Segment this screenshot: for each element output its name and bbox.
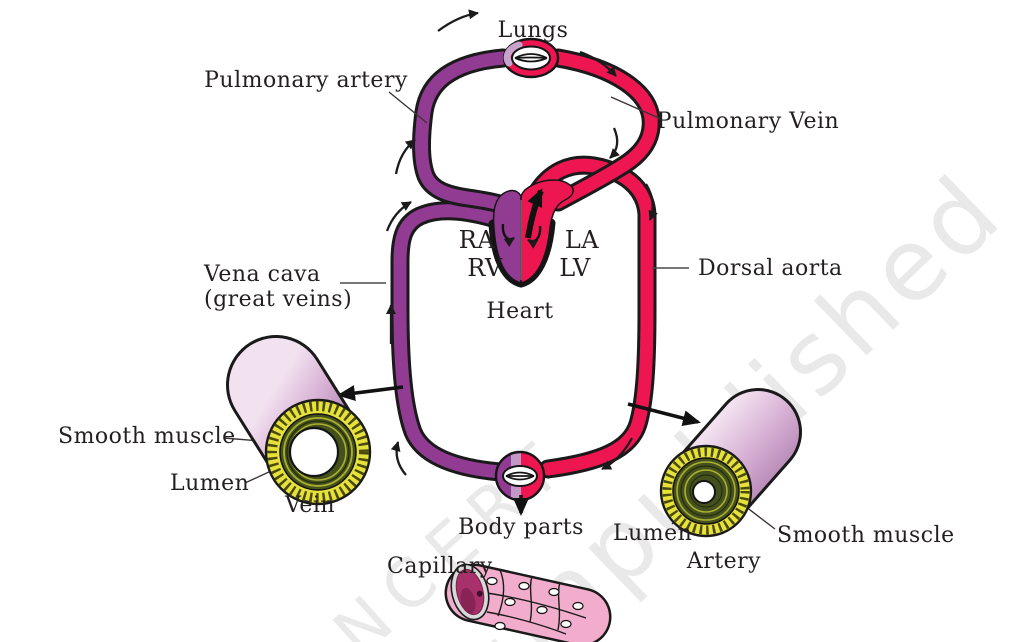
flow-arrow-aorta-down — [645, 183, 658, 221]
label-pulmonary-artery: Pulmonary artery — [204, 68, 408, 93]
label-artery-caption: Artery — [686, 549, 761, 574]
label-capillary: Capillary — [387, 554, 493, 579]
dorsal-aorta-vessel — [526, 155, 657, 479]
label-la: LA — [565, 226, 599, 254]
label-vein-smooth-muscle: Smooth muscle — [58, 424, 236, 449]
leader-pulmonary-vein — [610, 96, 662, 120]
label-vein-lumen: Lumen — [170, 471, 249, 496]
flow-arrow-pulmonary-artery-up — [394, 139, 416, 175]
flow-arrow-pulmonary-vein — [609, 127, 620, 159]
leader-pulmonary-artery — [388, 91, 428, 124]
ra-rv-flow-arrow — [501, 223, 515, 248]
label-pulmonary-vein: Pulmonary Vein — [657, 109, 839, 134]
flow-arrows — [385, 9, 658, 476]
arrow-to-vein-section — [337, 385, 404, 402]
lv-outflow-arrow — [525, 188, 544, 239]
label-vena-cava-line1: Vena cava — [203, 262, 321, 287]
label-rv: RV — [467, 254, 503, 282]
flow-arrow-to-lungs — [437, 9, 479, 32]
flow-arrow-body-to-vein — [390, 441, 407, 476]
flow-arrow-from-lungs — [579, 50, 617, 77]
label-artery-lumen: Lumen — [613, 521, 692, 546]
label-lv: LV — [559, 254, 591, 282]
label-dorsal-aorta: Dorsal aorta — [698, 256, 843, 281]
vena-cava-vessel — [390, 201, 515, 482]
capillary-illustration — [444, 563, 612, 642]
flow-arrow-vena-cava-bend — [385, 201, 412, 232]
label-ra: RA — [459, 226, 496, 254]
label-lungs: Lungs — [498, 18, 569, 43]
label-body-parts: Body parts — [458, 515, 584, 540]
pulmonary-artery-vessel — [412, 48, 513, 215]
label-vena-cava-line2: (great veins) — [204, 287, 352, 312]
artery-cross-section — [659, 388, 802, 538]
lungs-capillary-bed — [502, 37, 560, 79]
vein-cross-section — [226, 335, 372, 506]
body-capillary-bed — [494, 450, 546, 502]
flow-arrow-aorta-to-body — [601, 437, 634, 471]
label-vein-caption: Vein — [284, 493, 335, 518]
arrow-to-artery-section — [627, 402, 701, 427]
label-heart: Heart — [486, 299, 553, 324]
la-lv-flow-arrow — [527, 225, 542, 249]
heart-illustration — [488, 179, 574, 288]
label-artery-smooth-muscle: Smooth muscle — [777, 523, 955, 548]
